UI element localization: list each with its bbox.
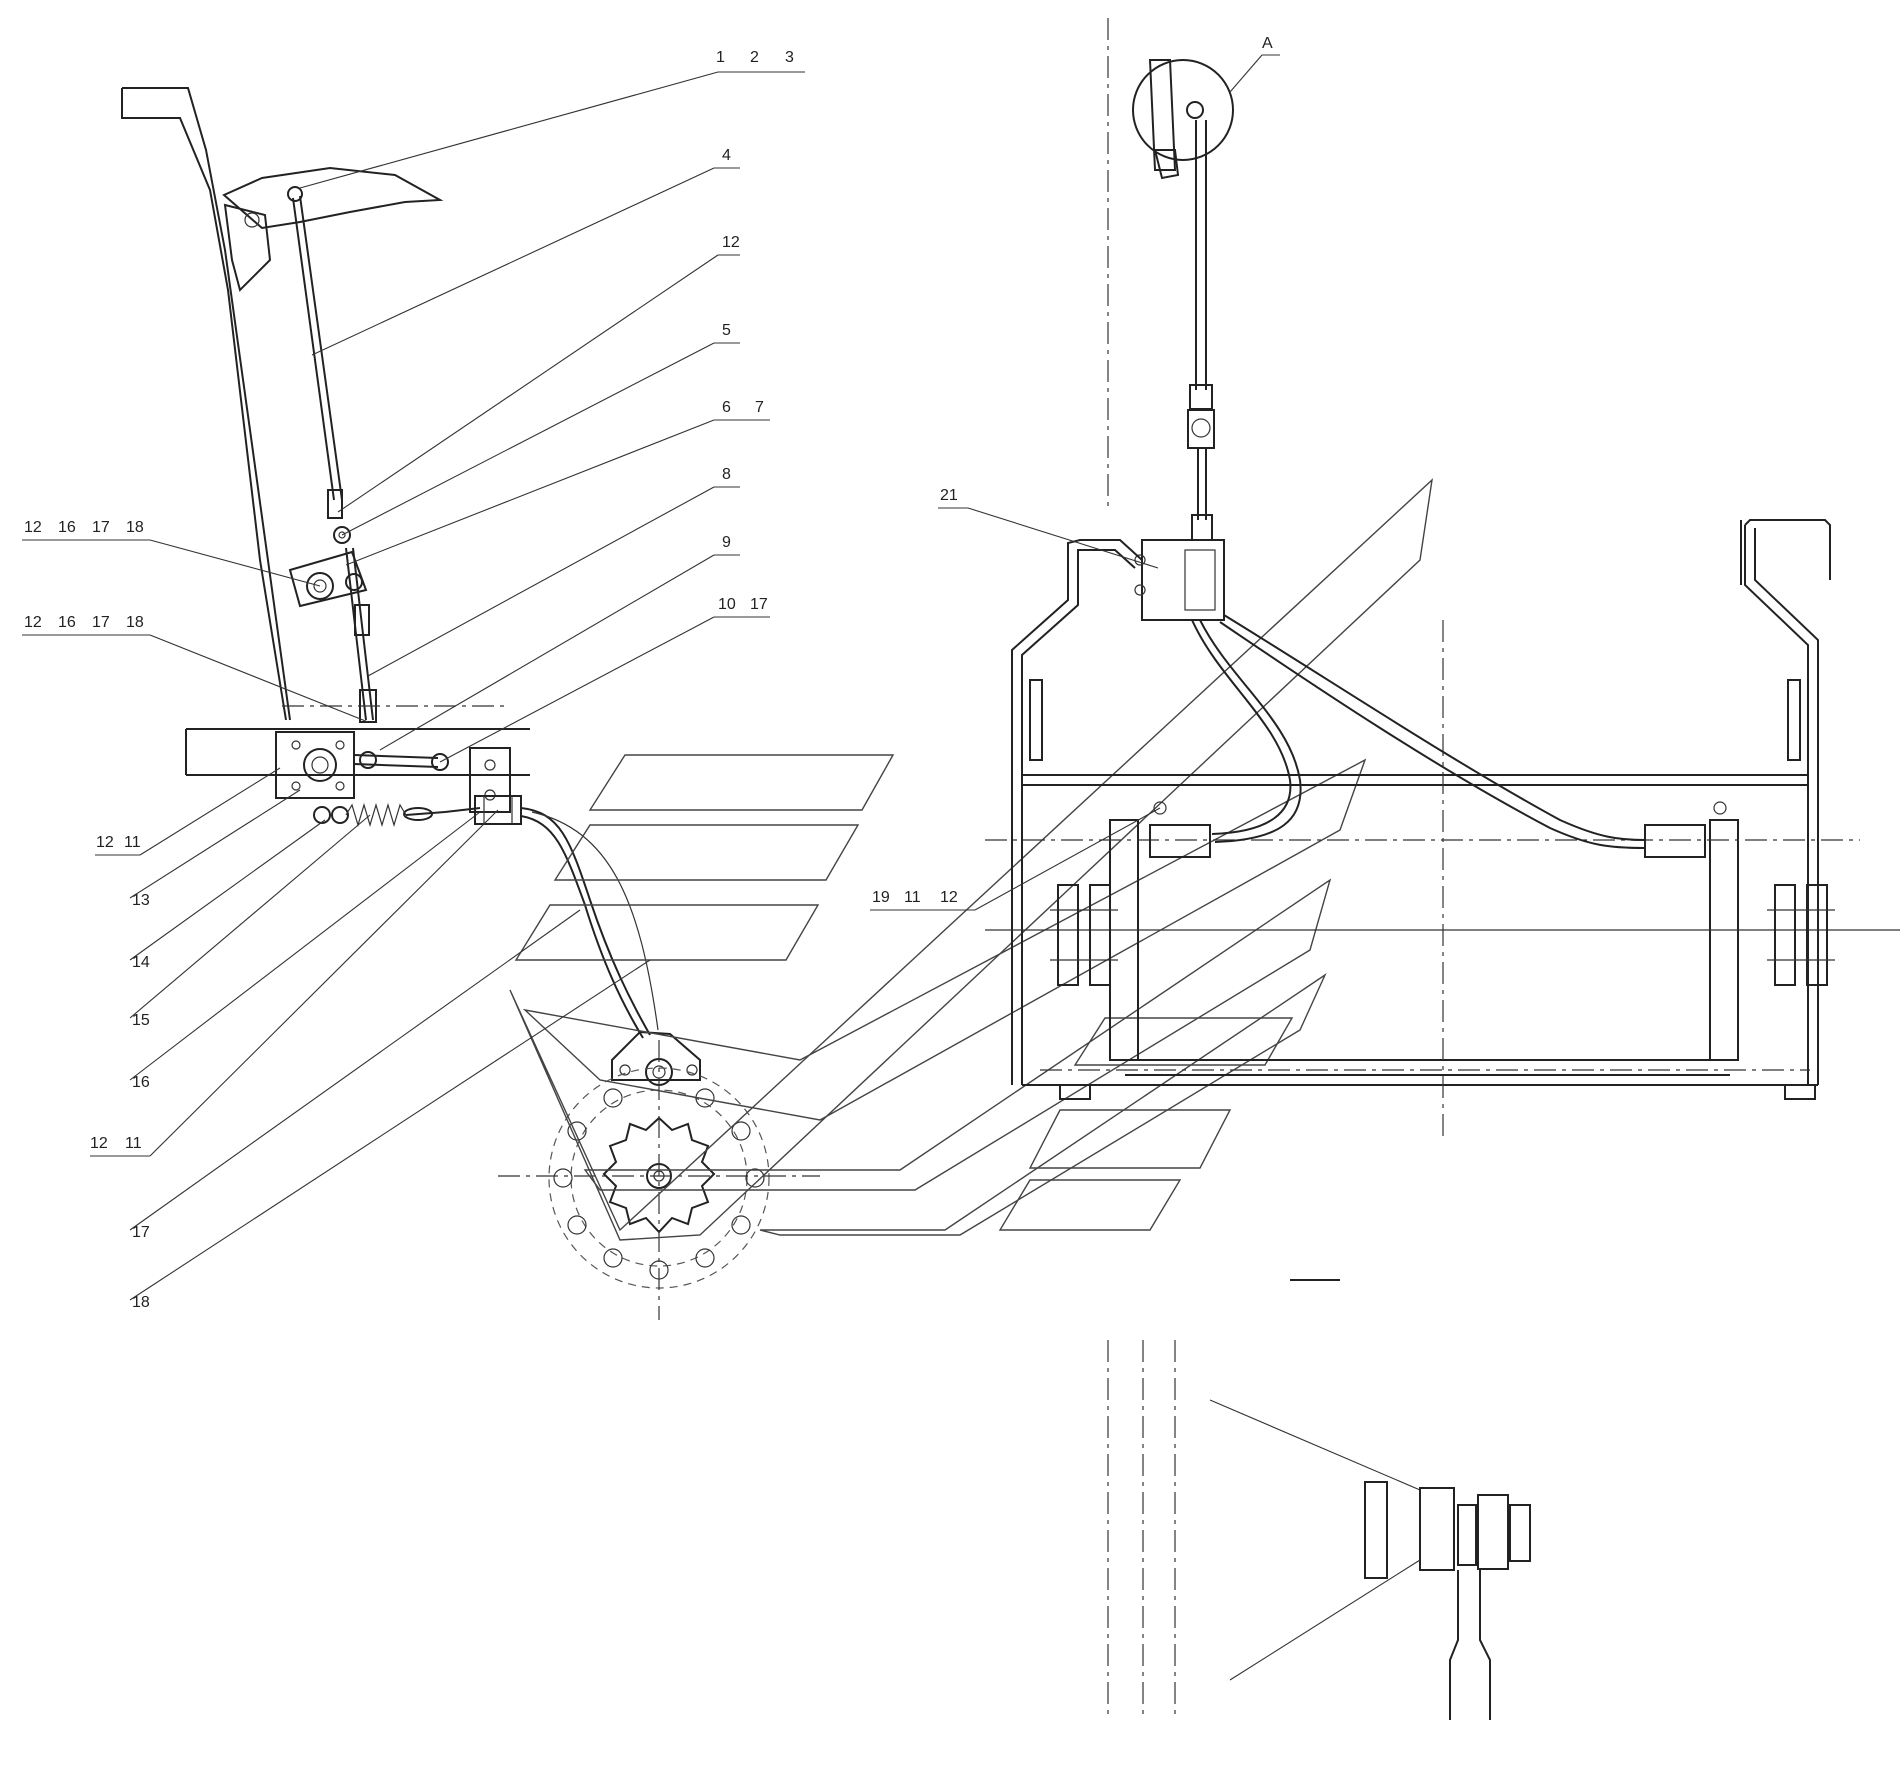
label-7: 7 <box>755 399 764 416</box>
label-18: 18 <box>132 1294 150 1311</box>
label-19: 19 <box>872 889 890 906</box>
frame-assembly <box>985 18 1900 1140</box>
callout-labels: 1 2 3 4 12 5 6 7 8 9 10 17 12 16 17 18 1… <box>24 35 1273 1311</box>
label-11-left: 11 <box>124 834 141 851</box>
label-group-lower-1: 12 <box>24 614 42 631</box>
label-6: 6 <box>722 399 731 416</box>
label-group-upper-2: 16 <box>58 519 76 536</box>
watermark-outline <box>509 478 1433 1241</box>
label-11-low: 11 <box>125 1135 142 1152</box>
label-13: 13 <box>132 892 150 909</box>
label-detail-a: A <box>1262 35 1273 52</box>
label-8: 8 <box>722 466 731 483</box>
label-16: 16 <box>132 1074 150 1091</box>
label-14: 14 <box>132 954 150 971</box>
label-9: 9 <box>722 534 731 551</box>
label-12-right: 12 <box>940 889 958 906</box>
label-21: 21 <box>940 487 958 504</box>
label-1: 1 <box>716 49 725 66</box>
label-17-ref: 17 <box>750 596 768 613</box>
label-5: 5 <box>722 322 731 339</box>
label-group-lower-3: 17 <box>92 614 110 631</box>
label-12-top: 12 <box>722 234 740 251</box>
label-10: 10 <box>718 596 736 613</box>
label-2: 2 <box>750 49 759 66</box>
label-12-low: 12 <box>90 1135 108 1152</box>
detail-view <box>1107 1279 1531 1720</box>
label-3: 3 <box>785 49 794 66</box>
label-group-upper-3: 17 <box>92 519 110 536</box>
leader-lines <box>22 54 1280 1301</box>
label-group-lower-4: 18 <box>126 614 144 631</box>
label-group-upper-1: 12 <box>24 519 42 536</box>
label-group-lower-2: 16 <box>58 614 76 631</box>
label-4: 4 <box>722 147 731 164</box>
label-15: 15 <box>132 1012 150 1029</box>
label-17: 17 <box>132 1224 150 1241</box>
label-12-left: 12 <box>96 834 114 851</box>
pedal-assembly <box>121 87 820 1320</box>
label-11-right: 11 <box>904 889 921 906</box>
label-group-upper-4: 18 <box>126 519 144 536</box>
